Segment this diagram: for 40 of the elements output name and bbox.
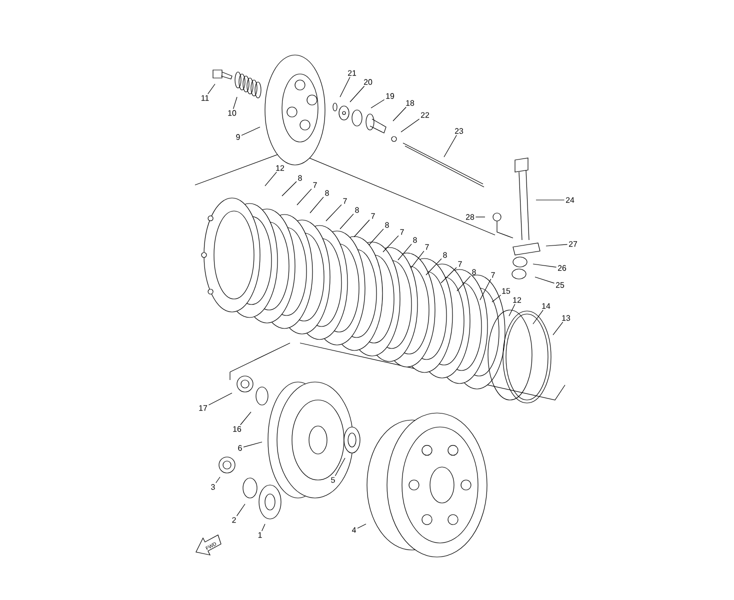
leader-line — [392, 106, 406, 122]
leader-line — [508, 304, 516, 316]
leader-line — [334, 458, 346, 476]
leader-line — [216, 476, 220, 484]
leader-line — [243, 442, 262, 448]
leader-line — [382, 235, 399, 252]
leader-line — [340, 214, 354, 230]
leader-line — [456, 276, 471, 292]
leader-line — [480, 278, 492, 300]
leader-line — [398, 244, 412, 260]
leader-line — [400, 118, 420, 132]
leader-line — [534, 276, 555, 284]
leader-line — [426, 258, 442, 276]
leader-line — [236, 504, 246, 516]
leader-line — [354, 220, 370, 238]
leader-line — [262, 524, 266, 532]
leader-line — [532, 310, 544, 324]
leader-line — [310, 196, 324, 214]
leader-line — [241, 126, 260, 136]
leader-line — [232, 96, 238, 110]
leader-line — [492, 294, 502, 302]
leader-line — [475, 216, 486, 218]
leader-line — [532, 264, 557, 268]
leader-line — [240, 412, 252, 426]
leader-line — [440, 267, 457, 284]
leader-line — [552, 322, 564, 336]
leader-line — [208, 84, 216, 94]
leader-line — [444, 134, 457, 158]
leader-line — [208, 392, 232, 406]
leader-line — [546, 244, 568, 246]
leader-line — [370, 99, 385, 108]
leader-line — [296, 188, 312, 206]
leader-line — [264, 172, 277, 186]
leader-line — [282, 181, 297, 196]
leader-line — [340, 76, 350, 98]
leader-line — [368, 228, 384, 246]
leader-line — [410, 250, 424, 268]
leader-line — [357, 524, 366, 529]
leader-line — [350, 86, 365, 102]
leader-line — [326, 204, 342, 222]
